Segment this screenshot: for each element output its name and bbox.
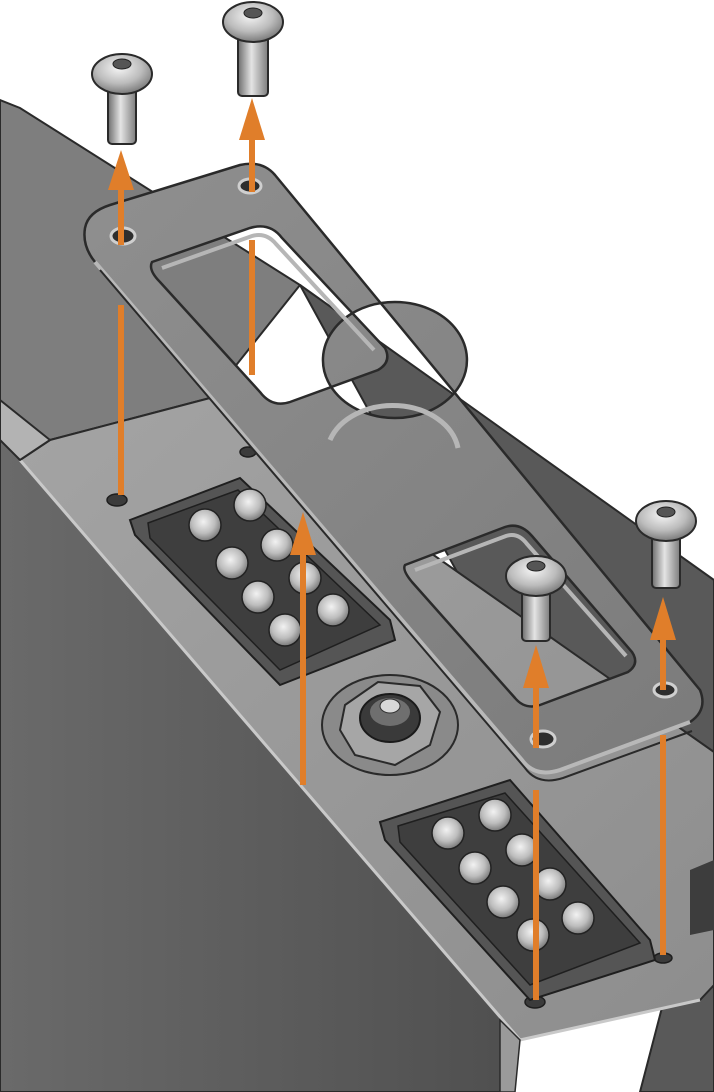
- arrow-3: [290, 512, 316, 785]
- arrow-5: [650, 597, 676, 955]
- arrow-4: [523, 645, 549, 1000]
- screw-2: [222, 1, 284, 97]
- arrow-2: [239, 98, 265, 375]
- connector-lower: [378, 778, 657, 1002]
- arrow-1: [108, 150, 134, 495]
- housing-hole-1: [106, 493, 128, 507]
- housing-screw-holes: [106, 446, 673, 1009]
- screw-4: [635, 500, 697, 589]
- screw-1: [91, 53, 153, 145]
- nut-fitting: [321, 674, 459, 776]
- assembly-arrows: [108, 98, 676, 1000]
- connector-lower-pins: [431, 798, 595, 952]
- screw-3: [505, 555, 567, 642]
